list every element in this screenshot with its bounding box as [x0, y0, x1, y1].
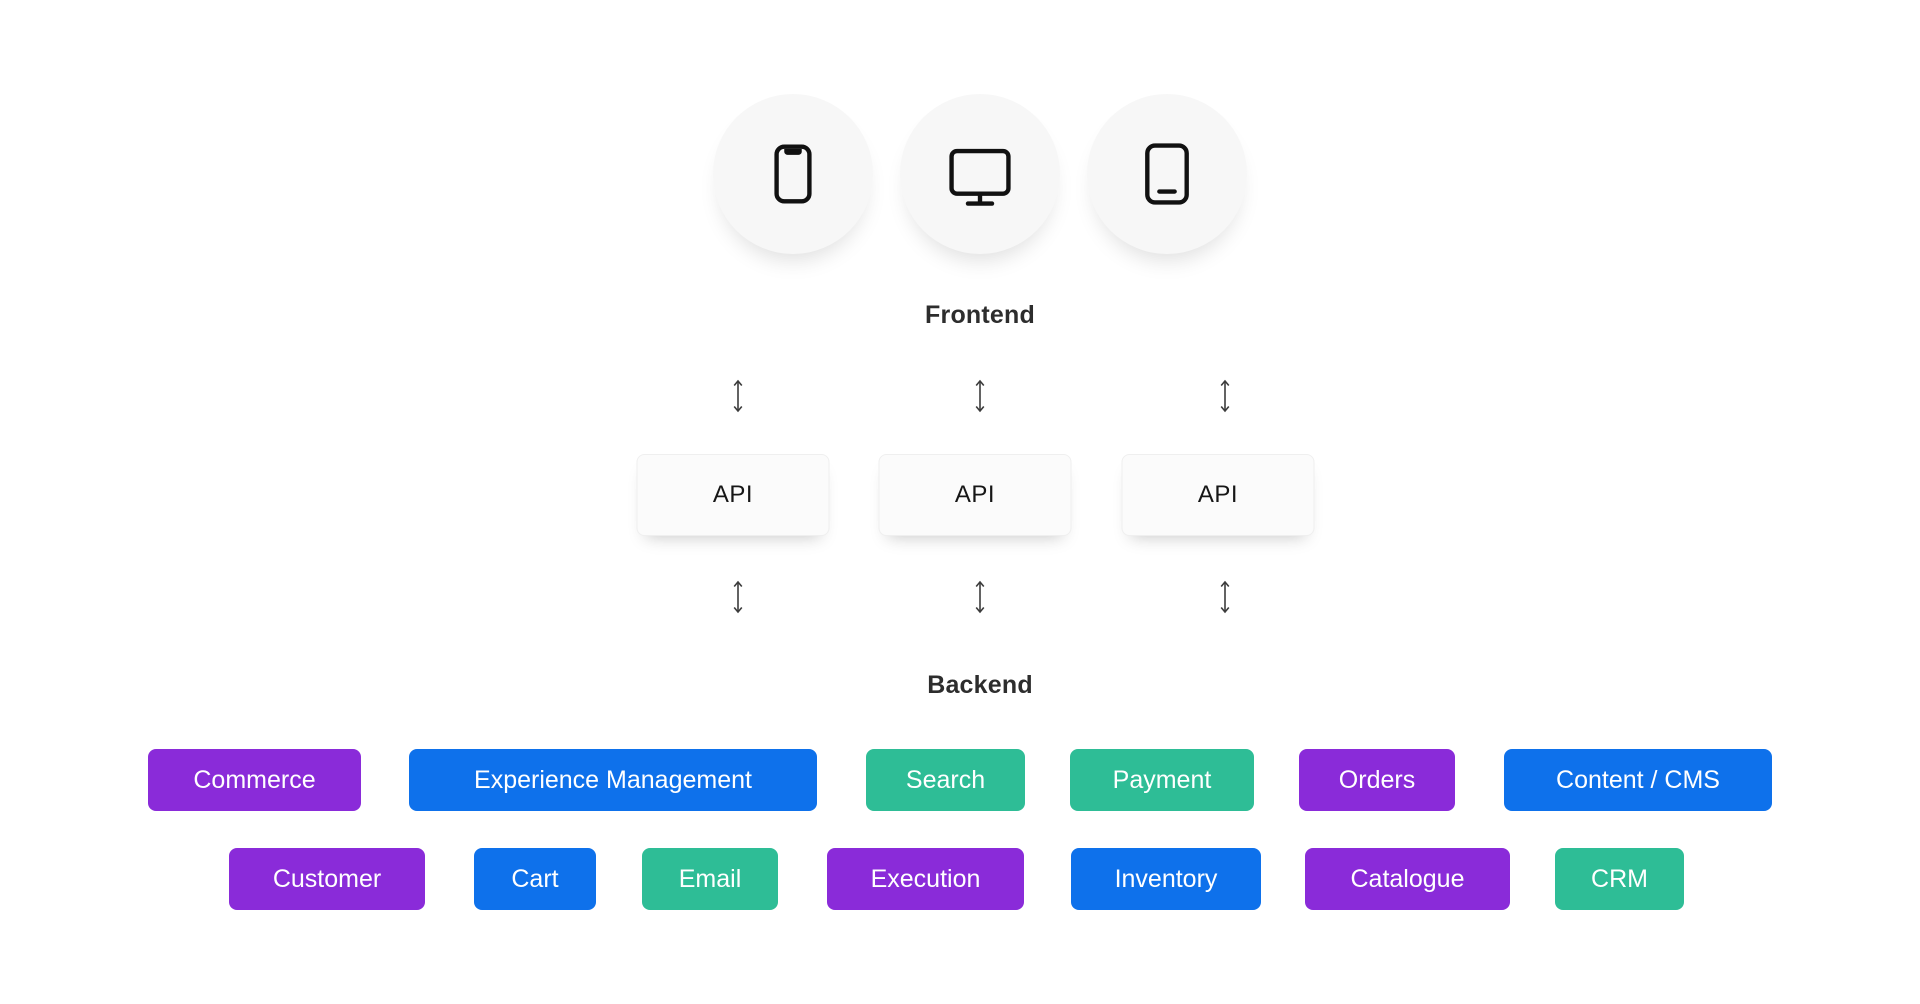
device-circle-phone	[713, 94, 873, 254]
tablet-icon	[1145, 143, 1189, 205]
api-node: API	[636, 454, 830, 536]
frontend-label: Frontend	[925, 301, 1035, 329]
double-arrow-icon	[733, 379, 743, 413]
service-tag-inventory: Inventory	[1071, 848, 1261, 910]
service-tag-search: Search	[866, 749, 1025, 811]
service-tag-crm: CRM	[1555, 848, 1684, 910]
double-arrow-icon	[975, 379, 985, 413]
device-circle-desktop	[900, 94, 1060, 254]
device-circle-tablet	[1087, 94, 1247, 254]
service-tag-email: Email	[642, 848, 778, 910]
double-arrow-icon	[1220, 379, 1230, 413]
backend-label: Backend	[927, 671, 1033, 699]
service-tag-catalogue: Catalogue	[1305, 848, 1510, 910]
service-tag-customer: Customer	[229, 848, 425, 910]
service-tag-commerce: Commerce	[148, 749, 361, 811]
smartphone-icon	[774, 144, 812, 204]
service-tag-execution: Execution	[827, 848, 1024, 910]
service-tag-payment: Payment	[1070, 749, 1254, 811]
double-arrow-icon	[975, 580, 985, 614]
service-tag-content-cms: Content / CMS	[1504, 749, 1772, 811]
service-tag-cart: Cart	[474, 848, 596, 910]
double-arrow-icon	[1220, 580, 1230, 614]
api-node: API	[1121, 454, 1315, 536]
api-node: API	[878, 454, 1072, 536]
service-tag-experience-management: Experience Management	[409, 749, 817, 811]
desktop-monitor-icon	[949, 148, 1011, 206]
service-tag-orders: Orders	[1299, 749, 1455, 811]
double-arrow-icon	[733, 580, 743, 614]
